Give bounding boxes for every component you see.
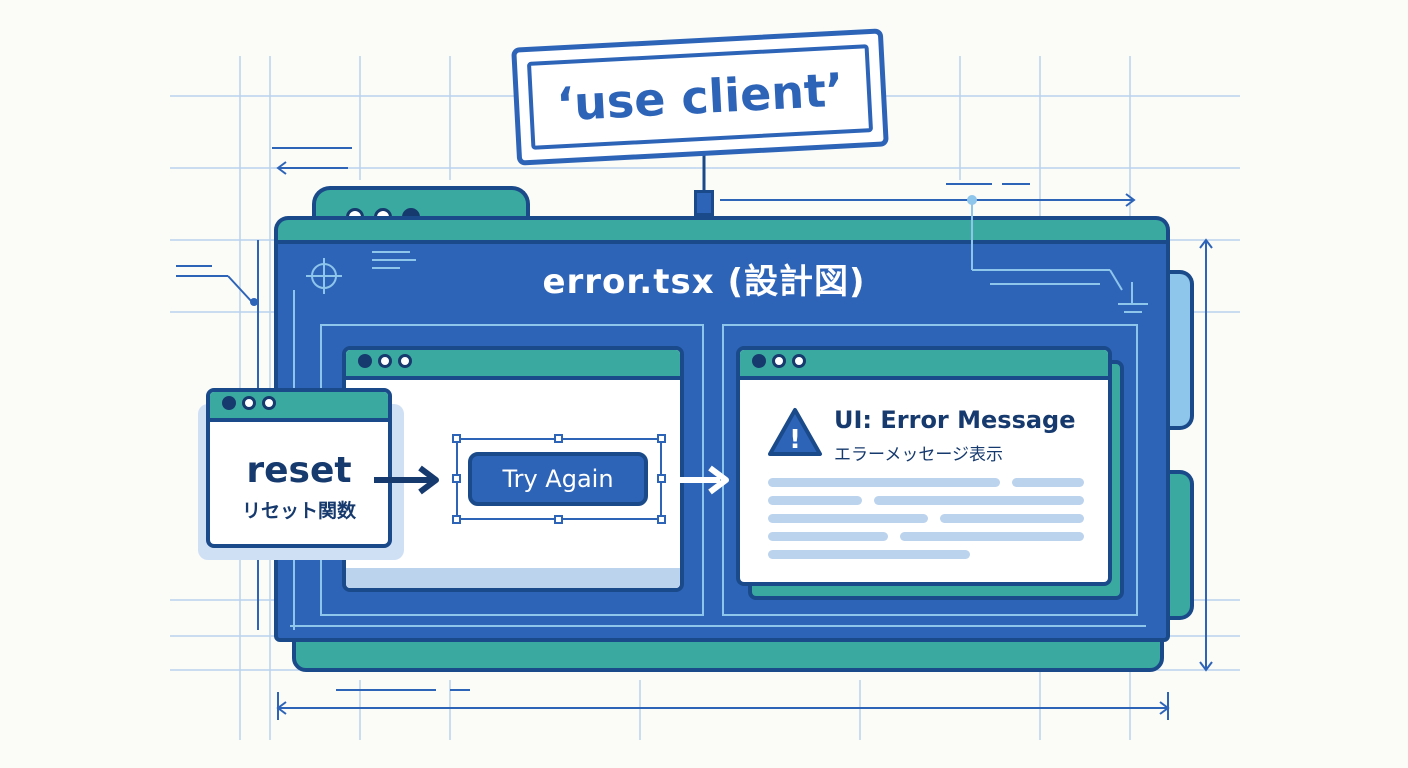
reset-label: reset [246,450,352,491]
text-line [768,514,928,523]
window-footer [346,568,680,588]
resize-handle[interactable] [554,434,563,443]
try-again-button[interactable]: Try Again [468,452,648,506]
text-line [900,532,1084,541]
text-line [940,514,1084,523]
window-dot [262,396,276,410]
error-subtitle: エラーメッセージ表示 [834,445,1003,465]
window-titlebar [346,350,680,380]
text-line [768,478,1000,487]
error-title: UI: Error Message [834,406,1076,434]
window-titlebar [210,392,388,422]
warning-triangle-icon: ! [768,408,822,456]
right-panel [722,324,1138,616]
resize-handle[interactable] [452,474,461,483]
svg-text:!: ! [789,425,801,455]
error-window: ! UI: Error Message エラーメッセージ表示 [736,346,1112,586]
resize-handle[interactable] [452,434,461,443]
file-title: error.tsx (設計図) [542,262,866,302]
window-dot [752,354,766,368]
side-tab-lower [1166,470,1194,620]
arrow-right-icon [678,465,729,495]
text-line [768,532,888,541]
resize-handle[interactable] [657,474,666,483]
reset-card: reset リセット関数 [206,388,392,548]
side-tab-upper [1166,270,1194,430]
text-line [874,496,1084,505]
window-dot [242,396,256,410]
resize-handle[interactable] [657,434,666,443]
window-dot [378,354,392,368]
window-titlebar [740,350,1108,380]
arrow-right-icon [374,465,439,495]
stamp-mount [694,190,714,216]
resize-handle[interactable] [452,515,461,524]
window-dot [792,354,806,368]
window-dot [222,396,236,410]
window-dot [772,354,786,368]
text-line [1012,478,1084,487]
window-dot [398,354,412,368]
text-line [768,550,970,559]
window-dot [358,354,372,368]
reset-sublabel: リセット関数 [241,500,356,522]
resize-handle[interactable] [657,515,666,524]
resize-handle[interactable] [554,515,563,524]
text-line [768,496,862,505]
